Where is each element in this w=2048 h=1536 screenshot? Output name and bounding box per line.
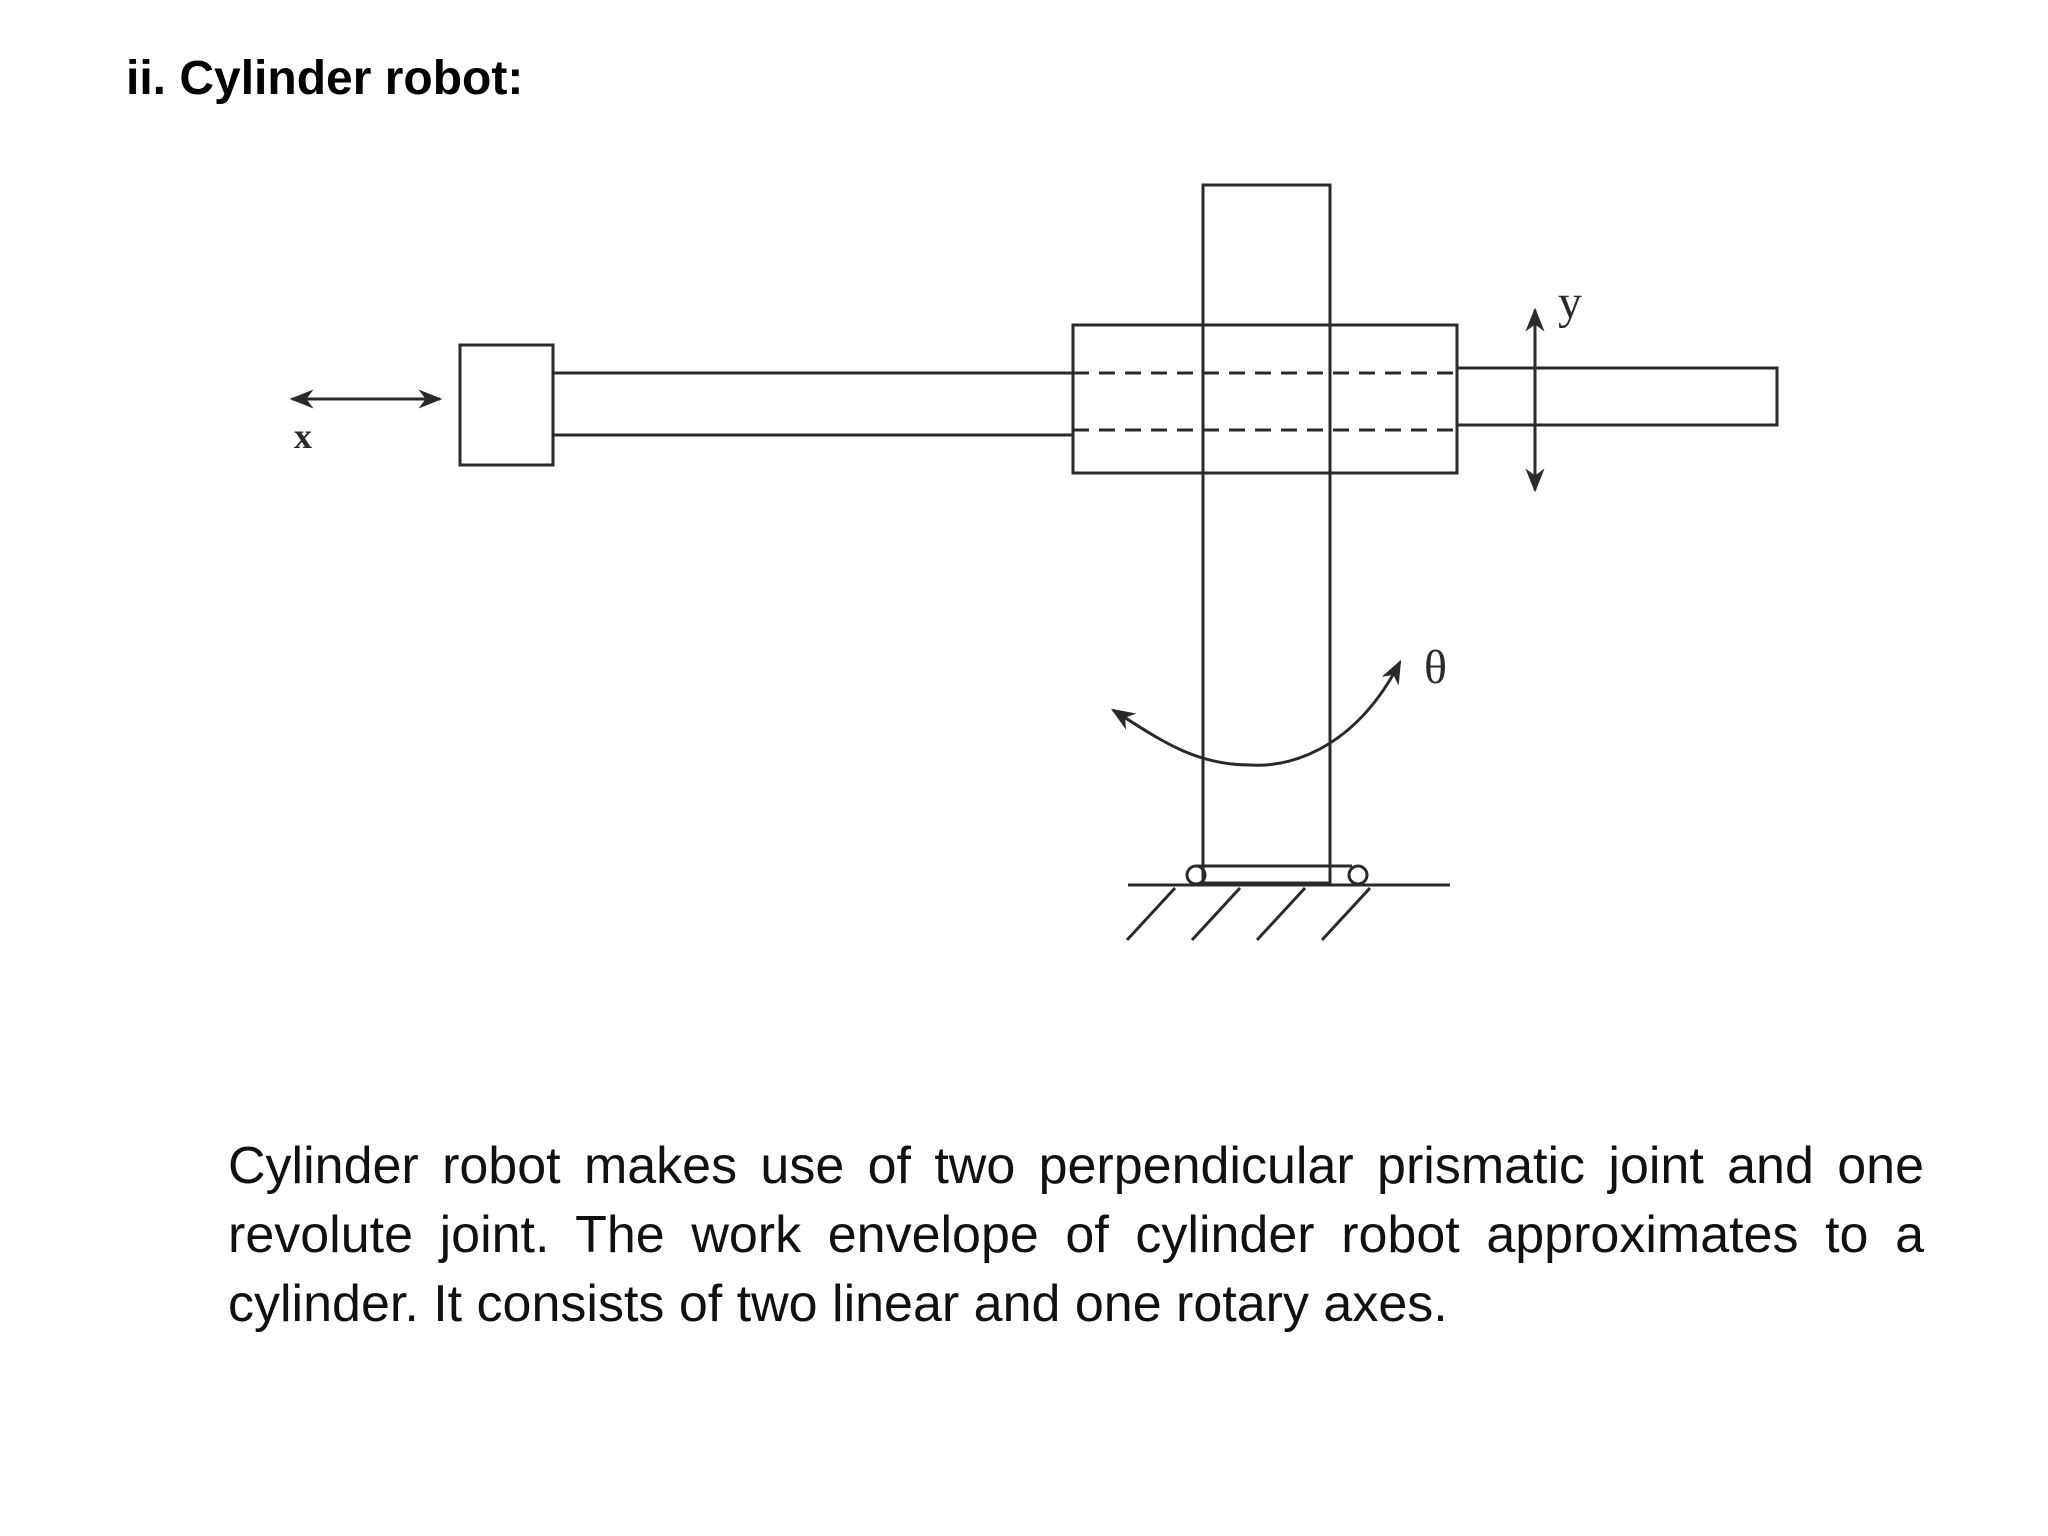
ground-hatching <box>1125 886 1372 942</box>
theta-rotation-arrow <box>1110 659 1402 767</box>
vertical-column <box>1201 183 1332 885</box>
description-paragraph: Cylinder robot makes use of two perpendi… <box>228 1137 1924 1333</box>
base-roller-right <box>1347 864 1369 886</box>
end-effector-block <box>458 343 555 467</box>
section-heading: ii. Cylinder robot: <box>126 52 524 105</box>
theta-label: θ <box>1424 641 1447 694</box>
horizontal-arm <box>551 371 1075 437</box>
y-axis-label: y <box>1558 276 1582 329</box>
x-axis-label: x <box>294 416 312 456</box>
arm-extension <box>1455 366 1779 427</box>
sliding-carriage <box>1071 323 1459 475</box>
